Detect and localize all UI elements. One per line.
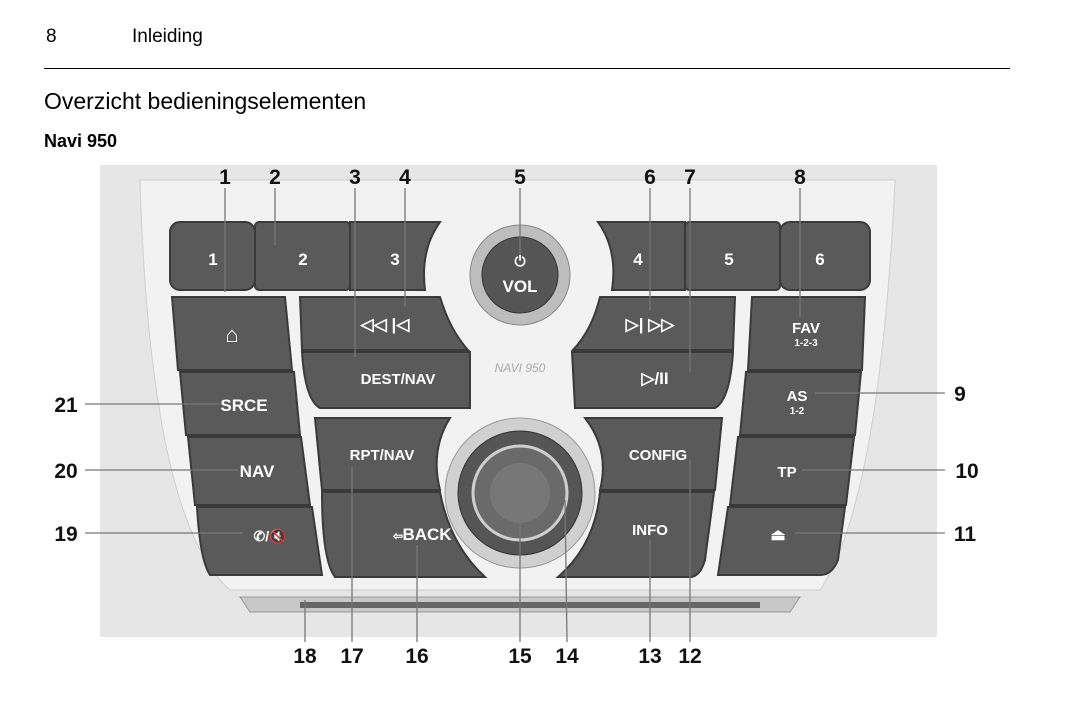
callout-17: 17 (340, 645, 363, 668)
callout-16: 16 (405, 645, 428, 668)
rpt-nav-button (313, 417, 452, 491)
home-button (170, 296, 294, 371)
seek-forward-icon: ▷| ▷▷ (625, 315, 676, 334)
callout-10: 10 (955, 460, 978, 483)
phone-button (195, 506, 324, 576)
eject-button (716, 506, 847, 576)
preset-label-6: 6 (815, 250, 824, 269)
callout-4: 4 (399, 166, 411, 189)
nav-label: NAV (240, 462, 275, 481)
callout-20: 20 (54, 460, 77, 483)
callout-2: 2 (269, 166, 281, 189)
preset-label-5: 5 (724, 250, 733, 269)
callout-8: 8 (794, 166, 806, 189)
tp-label: TP (777, 464, 796, 481)
config-label: CONFIG (629, 447, 687, 464)
phone-mute-icon: ✆/🔇 (253, 528, 286, 545)
section-title: Overzicht bedieningselementen (44, 88, 367, 114)
dest-nav-button (300, 351, 471, 409)
fav-button (746, 296, 867, 371)
preset-button-3 (349, 221, 442, 291)
callout-19: 19 (54, 523, 77, 546)
page-number: 8 (46, 26, 57, 47)
callout-3: 3 (349, 166, 361, 189)
power-icon: ⏻ (514, 253, 525, 269)
rpt-nav-label: RPT/NAV (350, 447, 415, 464)
preset-label-3: 3 (390, 250, 399, 269)
seek-back-button (298, 296, 471, 351)
home-icon: ⌂ (225, 322, 238, 347)
preset-button-6 (779, 221, 871, 291)
preset-label-4: 4 (633, 250, 643, 269)
callout-7: 7 (684, 166, 696, 189)
play-pause-button (570, 351, 735, 409)
callout-1: 1 (219, 166, 231, 189)
srce-label: SRCE (220, 396, 267, 415)
callout-6: 6 (644, 166, 656, 189)
callout-21: 21 (54, 394, 78, 417)
vol-label: VOL (503, 277, 538, 296)
callout-lines (85, 188, 945, 643)
dest-nav-label: DEST/NAV (361, 371, 436, 388)
tp-button (728, 436, 856, 506)
subsection-title: Navi 950 (44, 131, 118, 151)
info-button (555, 491, 716, 578)
callout-15: 15 (508, 645, 532, 668)
srce-button (178, 371, 302, 436)
eject-icon: ⏏ (770, 527, 785, 544)
callout-5: 5 (514, 166, 526, 189)
seek-forward-button (570, 296, 737, 351)
back-label: BACK (402, 525, 452, 544)
callout-13: 13 (638, 645, 661, 668)
fav-label: FAV (792, 320, 820, 337)
seek-back-icon: ◁◁ |◁ (360, 315, 411, 334)
preset-label-1: 1 (208, 250, 217, 269)
nav-button (186, 436, 312, 506)
callout-11: 11 (954, 523, 977, 546)
cd-slot-opening (300, 602, 760, 608)
header-rule (44, 68, 1010, 69)
callout-12: 12 (678, 645, 701, 668)
callout-18: 18 (293, 645, 317, 668)
preset-button-4 (596, 221, 686, 291)
preset-label-2: 2 (298, 250, 307, 269)
callout-14: 14 (555, 645, 579, 668)
chapter-title: Inleiding (132, 26, 203, 47)
brand-label: NAVI 950 (495, 361, 546, 375)
fav-sublabel: 1-2-3 (794, 338, 818, 349)
back-arrow-icon: ⇦ (392, 529, 403, 543)
play-pause-icon: ▷/II (640, 369, 668, 388)
as-sublabel: 1-2 (790, 406, 805, 417)
as-button (738, 371, 863, 436)
info-label: INFO (632, 522, 668, 539)
back-button (320, 491, 488, 578)
as-label: AS (787, 388, 808, 405)
config-button (582, 417, 724, 491)
callout-9: 9 (954, 383, 966, 406)
